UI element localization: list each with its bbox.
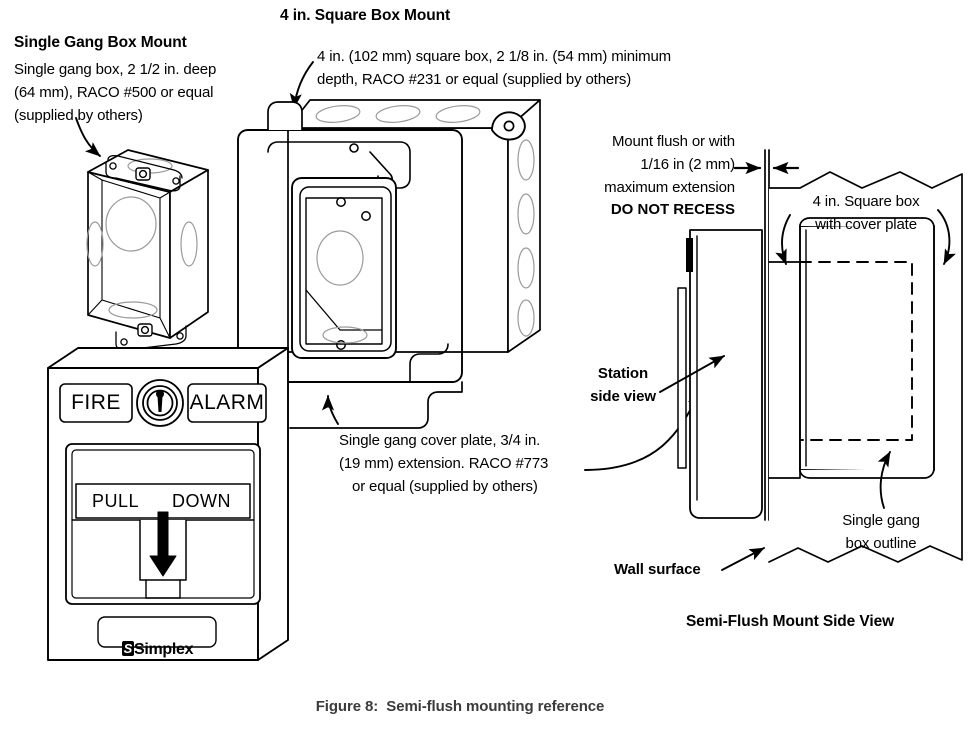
single-gang-dashed-outline: [799, 261, 913, 441]
simplex-badge: [97, 616, 217, 648]
note-mount-flush-line2: 1/16 in (2 mm): [640, 156, 735, 173]
note-mount-flush-line1: Mount flush or with: [611, 133, 735, 150]
section-title-square-box: 4 in. Square Box Mount: [280, 7, 451, 24]
device-label-alarm: ALARM: [189, 391, 265, 414]
down-arrow-icon: [149, 511, 177, 577]
note-square-box-line2: depth, RACO #231 or equal (supplied by o…: [317, 71, 632, 88]
device-label-fire: FIRE: [71, 391, 121, 414]
label-station-side-view-line2: side view: [590, 388, 656, 405]
leader-station-side-view: [659, 355, 725, 393]
note-mount-flush-line3: maximum extension: [604, 179, 735, 196]
label-wall-surface: Wall surface: [614, 561, 701, 578]
side-view-drawing: [659, 149, 963, 571]
leader-sq-box-right: [937, 209, 956, 265]
subtitle-semi-flush-side-view: Semi-Flush Mount Side View: [685, 613, 895, 630]
note-cover-plate-line3: or equal (supplied by others): [352, 478, 538, 495]
pull-station-drawing: [47, 347, 289, 661]
simplex-wordmark: Simplex: [133, 641, 194, 658]
station-side-profile: [689, 229, 763, 519]
note-single-gang-line1: Single gang box, 2 1/2 in. deep: [14, 61, 217, 78]
alarm-plate: [187, 383, 267, 423]
note-single-gang-line2: (64 mm), RACO #500 or equal: [14, 84, 214, 101]
label-square-box-cover-line2: with cover plate: [815, 216, 917, 233]
leader-cover-plate: [321, 395, 339, 425]
simplex-s-mark: S: [121, 641, 134, 656]
note-do-not-recess: DO NOT RECESS: [610, 201, 735, 218]
leader-gang-outline: [877, 451, 891, 509]
figure-caption: Figure 8: Semi-flush mounting reference: [315, 698, 605, 715]
leader-wall-surface: [721, 547, 765, 571]
single-gang-box-drawing: [86, 149, 209, 351]
note-single-gang-line3: (supplied by others): [14, 107, 143, 124]
label-square-box-cover-line1: 4 in. Square box: [812, 193, 920, 210]
fire-plate: [59, 383, 133, 423]
device-label-pull: PULL: [92, 491, 140, 511]
note-square-box-line1: 4 in. (102 mm) square box, 2 1/8 in. (54…: [317, 48, 671, 65]
section-title-single-gang: Single Gang Box Mount: [14, 34, 187, 51]
label-gang-box-outline-line1: Single gang: [842, 512, 920, 529]
note-cover-plate-line1: Single gang cover plate, 3/4 in.: [339, 432, 541, 449]
device-label-down: DOWN: [172, 491, 231, 511]
label-gang-box-outline-line2: box outline: [845, 535, 917, 552]
pull-down-band: [75, 483, 251, 519]
leader-single-gang: [75, 117, 101, 157]
leader-sq-box-left: [775, 214, 791, 265]
label-station-side-view-line1: Station: [597, 365, 649, 382]
note-cover-plate-line2: (19 mm) extension. RACO #773: [339, 455, 549, 472]
